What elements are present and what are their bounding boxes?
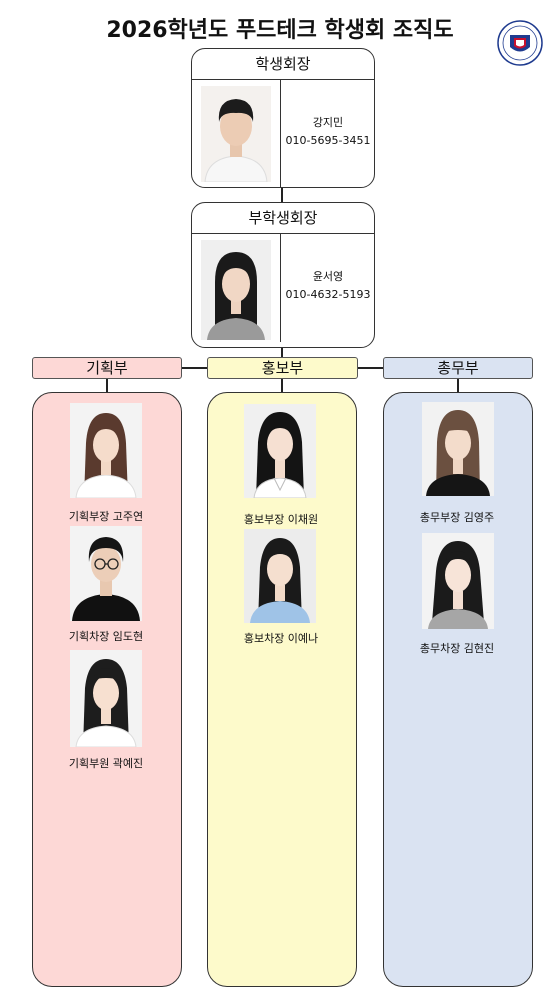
connector-planning — [106, 379, 108, 392]
member-planning-1: 기획부장 고주연 — [68, 510, 144, 523]
president-name: 강지민 — [312, 116, 344, 129]
member-planning-3: 기획부원 곽예진 — [68, 757, 144, 770]
vice-president-phone: 010-4632-5193 — [285, 288, 371, 301]
president-role: 학생회장 — [192, 49, 374, 80]
president-card: 학생회장 강지민 010-5695-3451 — [191, 48, 375, 188]
vice-president-photo — [201, 240, 271, 340]
president-phone: 010-5695-3451 — [285, 134, 371, 147]
vice-president-role: 부학생회장 — [192, 203, 374, 234]
member-general-1: 총무부장 김영주 — [419, 511, 495, 524]
member-photo-general-1 — [422, 402, 494, 496]
member-photo-planning-1 — [70, 403, 142, 498]
member-photo-promotion-1 — [244, 404, 316, 498]
member-planning-2: 기획차장 임도현 — [68, 630, 144, 643]
connector-promotion — [281, 379, 283, 392]
member-photo-planning-2 — [70, 526, 142, 621]
university-seal-icon — [497, 20, 543, 66]
member-photo-promotion-2 — [244, 529, 316, 623]
member-general-2: 총무차장 김현진 — [419, 642, 495, 655]
dept-column-general — [383, 392, 533, 987]
dept-label-promotion: 홍보부 — [207, 357, 358, 379]
vice-president-name: 윤서영 — [312, 270, 344, 283]
member-promotion-1: 홍보부장 이채원 — [243, 513, 319, 526]
connector-general — [457, 379, 459, 392]
connector-president-vice — [281, 186, 283, 202]
vice-president-divider — [280, 234, 281, 342]
member-photo-general-2 — [422, 533, 494, 629]
dept-label-planning: 기획부 — [32, 357, 182, 379]
member-promotion-2: 홍보차장 이예나 — [243, 632, 319, 645]
page-title: 2026학년도 푸드테크 학생회 조직도 — [106, 18, 454, 43]
president-divider — [280, 80, 281, 187]
member-photo-planning-3 — [70, 650, 142, 747]
dept-label-general: 총무부 — [383, 357, 533, 379]
vice-president-card: 부학생회장 윤서영 010-4632-5193 — [191, 202, 375, 348]
president-photo — [201, 86, 271, 182]
connector-dept-right — [357, 367, 384, 369]
connector-dept-left — [181, 367, 207, 369]
